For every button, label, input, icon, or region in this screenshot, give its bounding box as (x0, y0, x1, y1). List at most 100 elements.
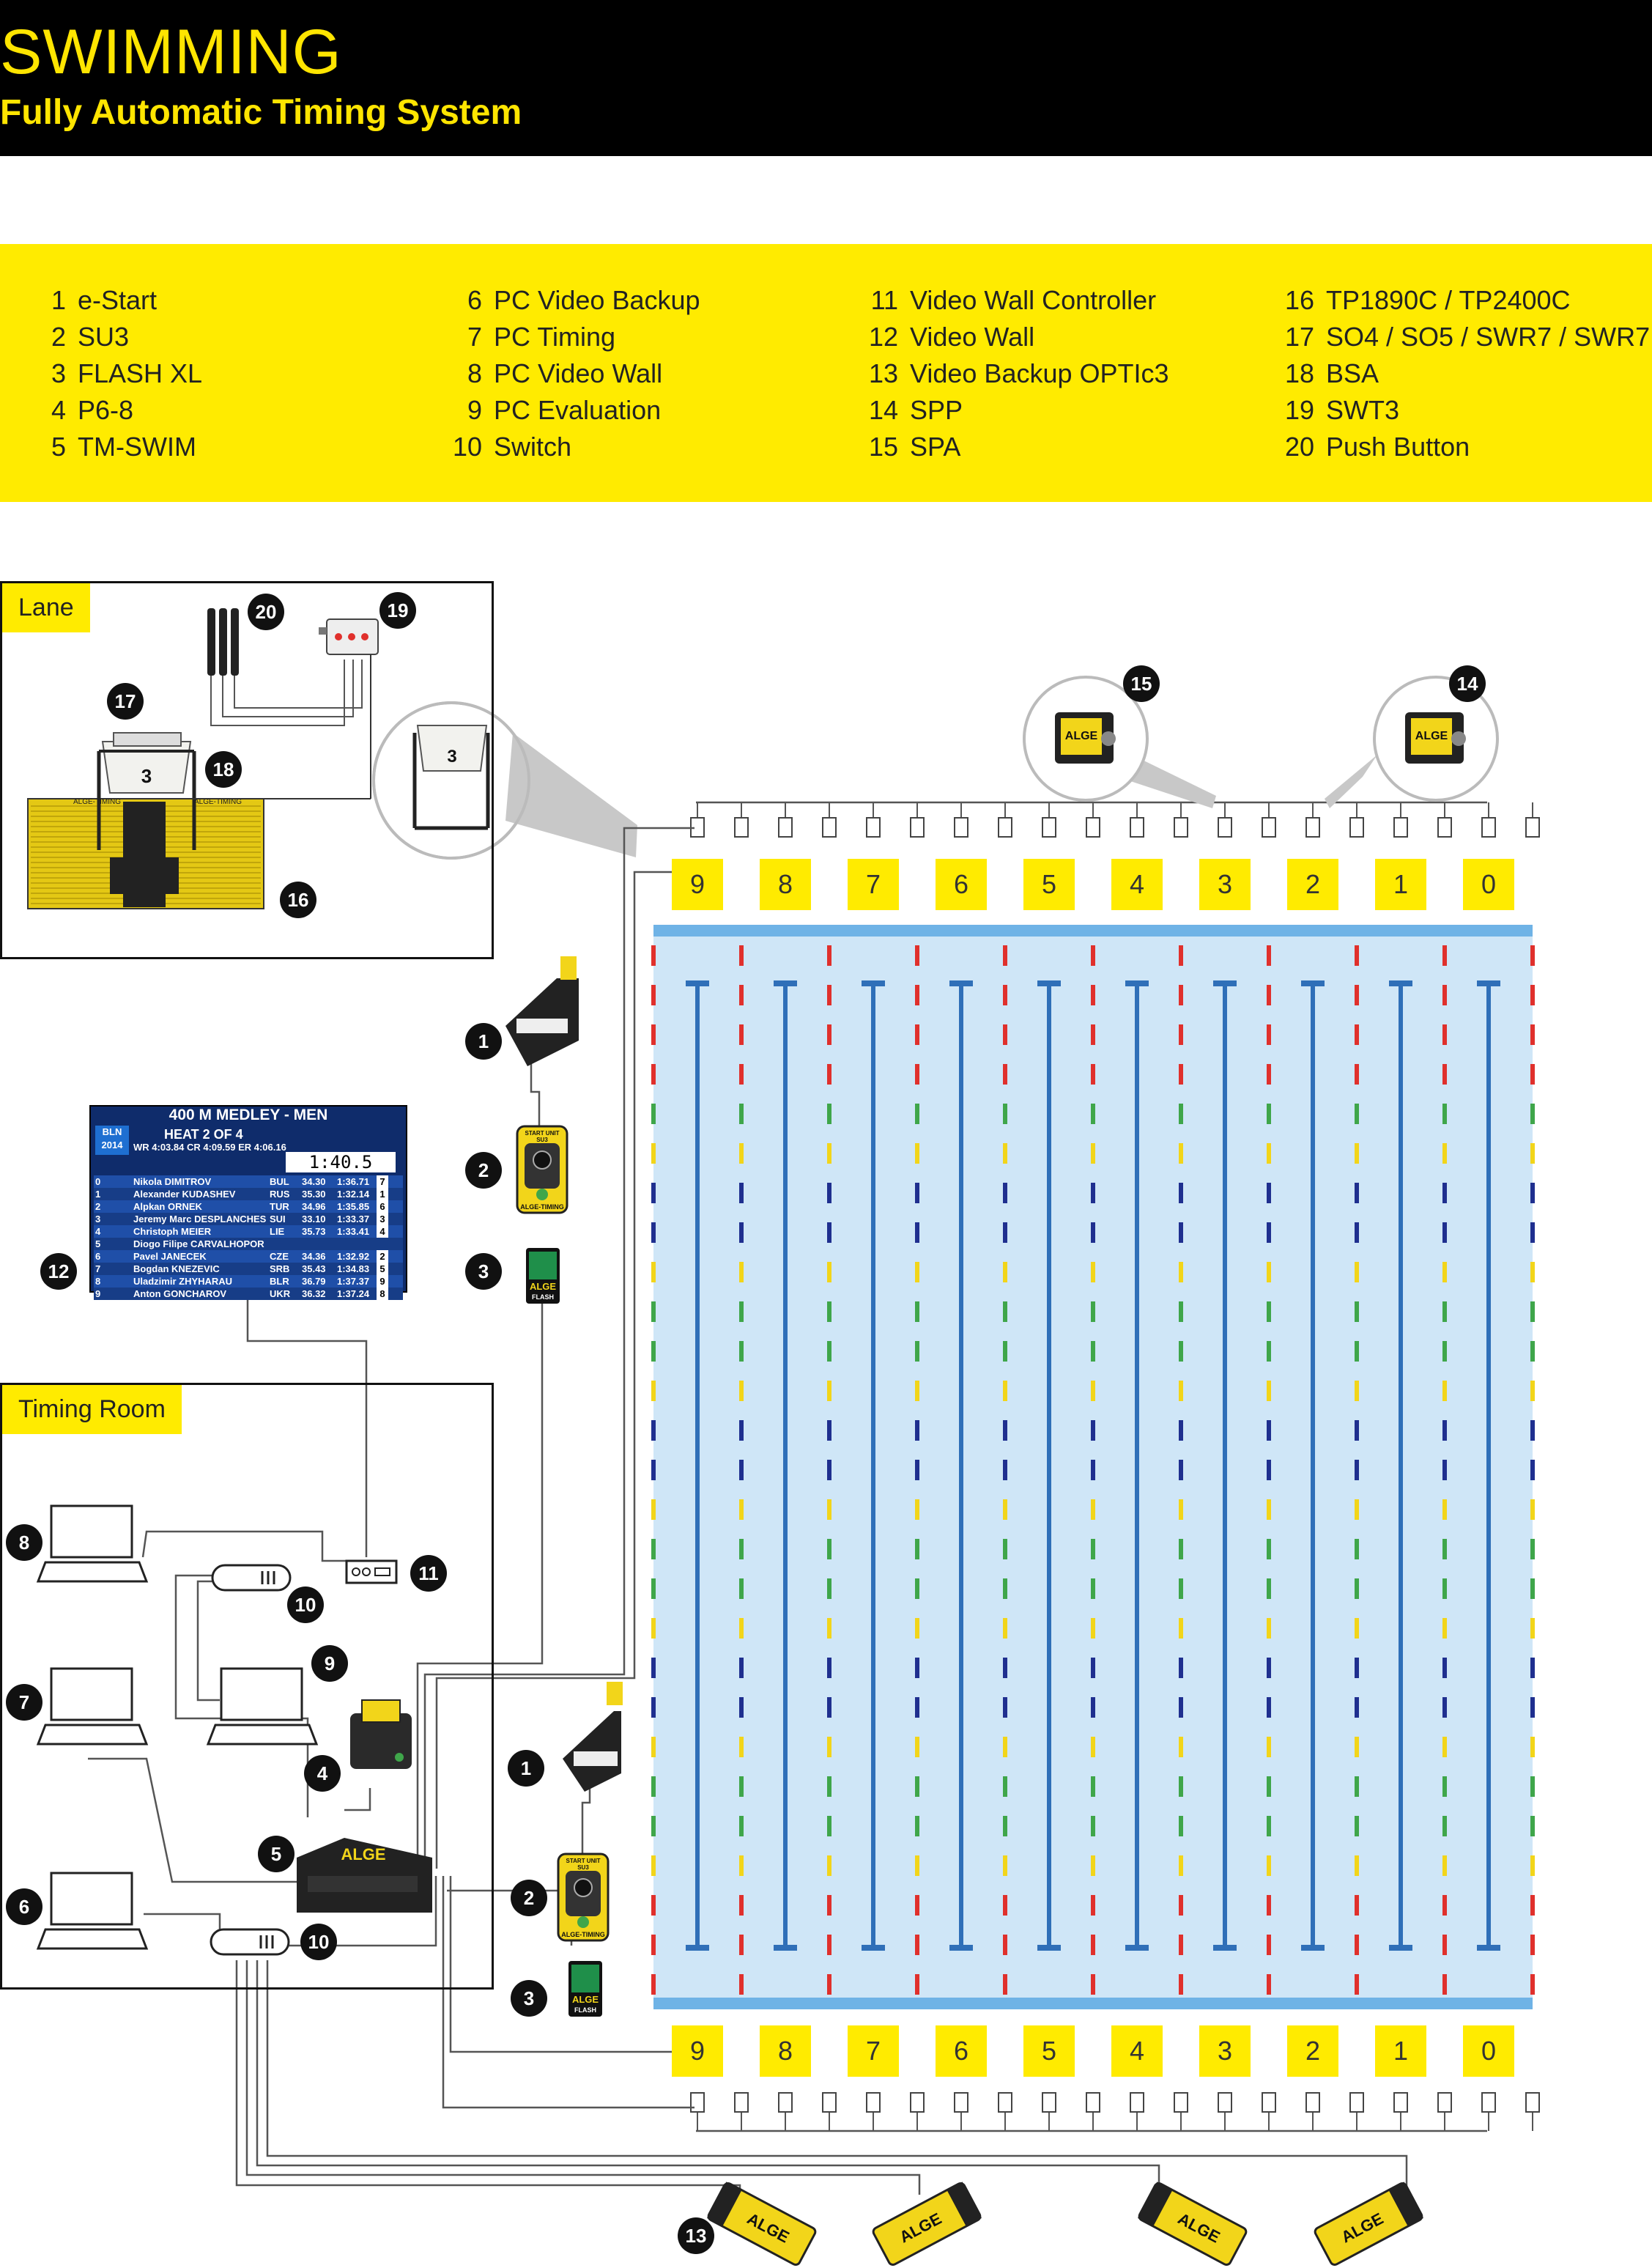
start-equipment-bottom: START UNIT SU3 ALGE-TIMING ALGE FLASH (557, 1682, 623, 2017)
result-lane: 3 (95, 1214, 101, 1225)
rope-float (827, 1658, 831, 1678)
result-split: 34.36 (302, 1251, 326, 1262)
touchpad-connector-box (822, 2092, 837, 2113)
result-lane: 6 (95, 1251, 101, 1262)
swimming-pool (651, 925, 1535, 2009)
rope-float (915, 1183, 919, 1203)
video-wall-heat: HEAT 2 OF 4 (164, 1127, 243, 1142)
rope-float (1267, 1974, 1271, 1995)
result-lane: 4 (95, 1226, 101, 1237)
rope-float (1003, 1658, 1007, 1678)
rope-float (1003, 945, 1007, 966)
lane-number: 9 (672, 2025, 723, 2077)
legend-number: 20 (1284, 432, 1314, 462)
rope-float (1091, 1222, 1095, 1243)
rope-float (1442, 1222, 1447, 1243)
badge-tm-swim: 5 (258, 1836, 295, 1872)
legend-label: PC Video Backup (494, 285, 700, 315)
badge-spp: 14 (1449, 665, 1486, 702)
rope-float (651, 1737, 656, 1757)
rope-float (1003, 1697, 1007, 1718)
legend-number: 17 (1284, 322, 1314, 352)
page-subtitle: Fully Automatic Timing System (0, 93, 522, 132)
rope-float (739, 1104, 744, 1124)
result-nation: BLR (270, 1276, 289, 1287)
result-lane: 8 (95, 1276, 101, 1287)
legend-label: PC Video Wall (494, 358, 663, 388)
rope-float (1267, 1341, 1271, 1362)
rope-float (739, 1183, 744, 1203)
result-split: 36.79 (302, 1276, 326, 1287)
rope-float (827, 1024, 831, 1045)
badge-switch: 10 (300, 1924, 337, 1960)
lane-floor-line (1047, 982, 1051, 1949)
rope-float (1091, 1499, 1095, 1520)
rope-float (1267, 945, 1271, 966)
lane-number: 2 (1287, 859, 1338, 910)
rope-float (1179, 1658, 1183, 1678)
rope-float (1003, 1460, 1007, 1480)
rope-float (739, 1658, 744, 1678)
rope-float (739, 1460, 744, 1480)
rope-float (1267, 1895, 1271, 1916)
lane-number: 7 (848, 859, 899, 910)
lane-number: 0 (1463, 859, 1514, 910)
rope-float (915, 1855, 919, 1876)
rope-float (1179, 1024, 1183, 1045)
legend-label: e-Start (78, 285, 158, 315)
rope-float (739, 1024, 744, 1045)
lane-panel: Lane (0, 581, 494, 959)
rope-float (1530, 1420, 1535, 1441)
rope-float (915, 1222, 919, 1243)
rope-float (1179, 1183, 1183, 1203)
rope-float (915, 1024, 919, 1045)
lane-number: 8 (760, 2025, 811, 2077)
rope-float (1355, 1737, 1359, 1757)
touchpad-connector-box (1305, 2092, 1320, 2113)
rope-float (915, 1618, 919, 1639)
touchpad-connector-box (910, 817, 925, 838)
rope-float (1091, 1935, 1095, 1955)
rope-float (1267, 1776, 1271, 1797)
rope-float (1442, 1935, 1447, 1955)
lane-line-t (774, 980, 797, 986)
rope-float (1442, 945, 1447, 966)
rope-float (1267, 1104, 1271, 1124)
badge-signal-output: 17 (107, 683, 144, 720)
rope-float (915, 1064, 919, 1085)
rope-float (651, 1420, 656, 1441)
badge-printer: 4 (304, 1755, 341, 1792)
rope-float (651, 1262, 656, 1282)
rope-float (1179, 1104, 1183, 1124)
rope-float (827, 1816, 831, 1836)
badge-su3: 2 (511, 1880, 547, 1916)
flash-image: ALGE FLASH (526, 1248, 560, 1304)
rope-float (915, 1381, 919, 1401)
lane-floor-line (783, 982, 788, 1949)
rope-float (915, 1935, 919, 1955)
touchpad-connector-box (1393, 2092, 1408, 2113)
lane-ropes (651, 945, 1535, 1995)
rope-float (1003, 1776, 1007, 1797)
badge-pc-video-wall: 8 (6, 1524, 42, 1561)
rope-float (1267, 1301, 1271, 1322)
rope-float (1530, 1895, 1535, 1916)
rope-float (1179, 1460, 1183, 1480)
result-name: Pavel JANECEK (133, 1251, 207, 1262)
rope-float (1267, 1143, 1271, 1164)
lane-number: 2 (1287, 2025, 1338, 2077)
rope-float (1091, 1974, 1095, 1995)
result-time: 1:33.41 (337, 1226, 370, 1237)
lane-line-t (1213, 980, 1237, 986)
result-split: 35.43 (302, 1263, 326, 1274)
result-nation: BUL (270, 1176, 289, 1187)
lane-number: 7 (848, 2025, 899, 2077)
rope-float (651, 945, 656, 966)
badge-su3: 2 (465, 1152, 502, 1189)
lane-floor-line (1399, 982, 1403, 1949)
rope-float (915, 1301, 919, 1322)
lane-number: 6 (936, 2025, 987, 2077)
rope-float (1267, 1697, 1271, 1718)
